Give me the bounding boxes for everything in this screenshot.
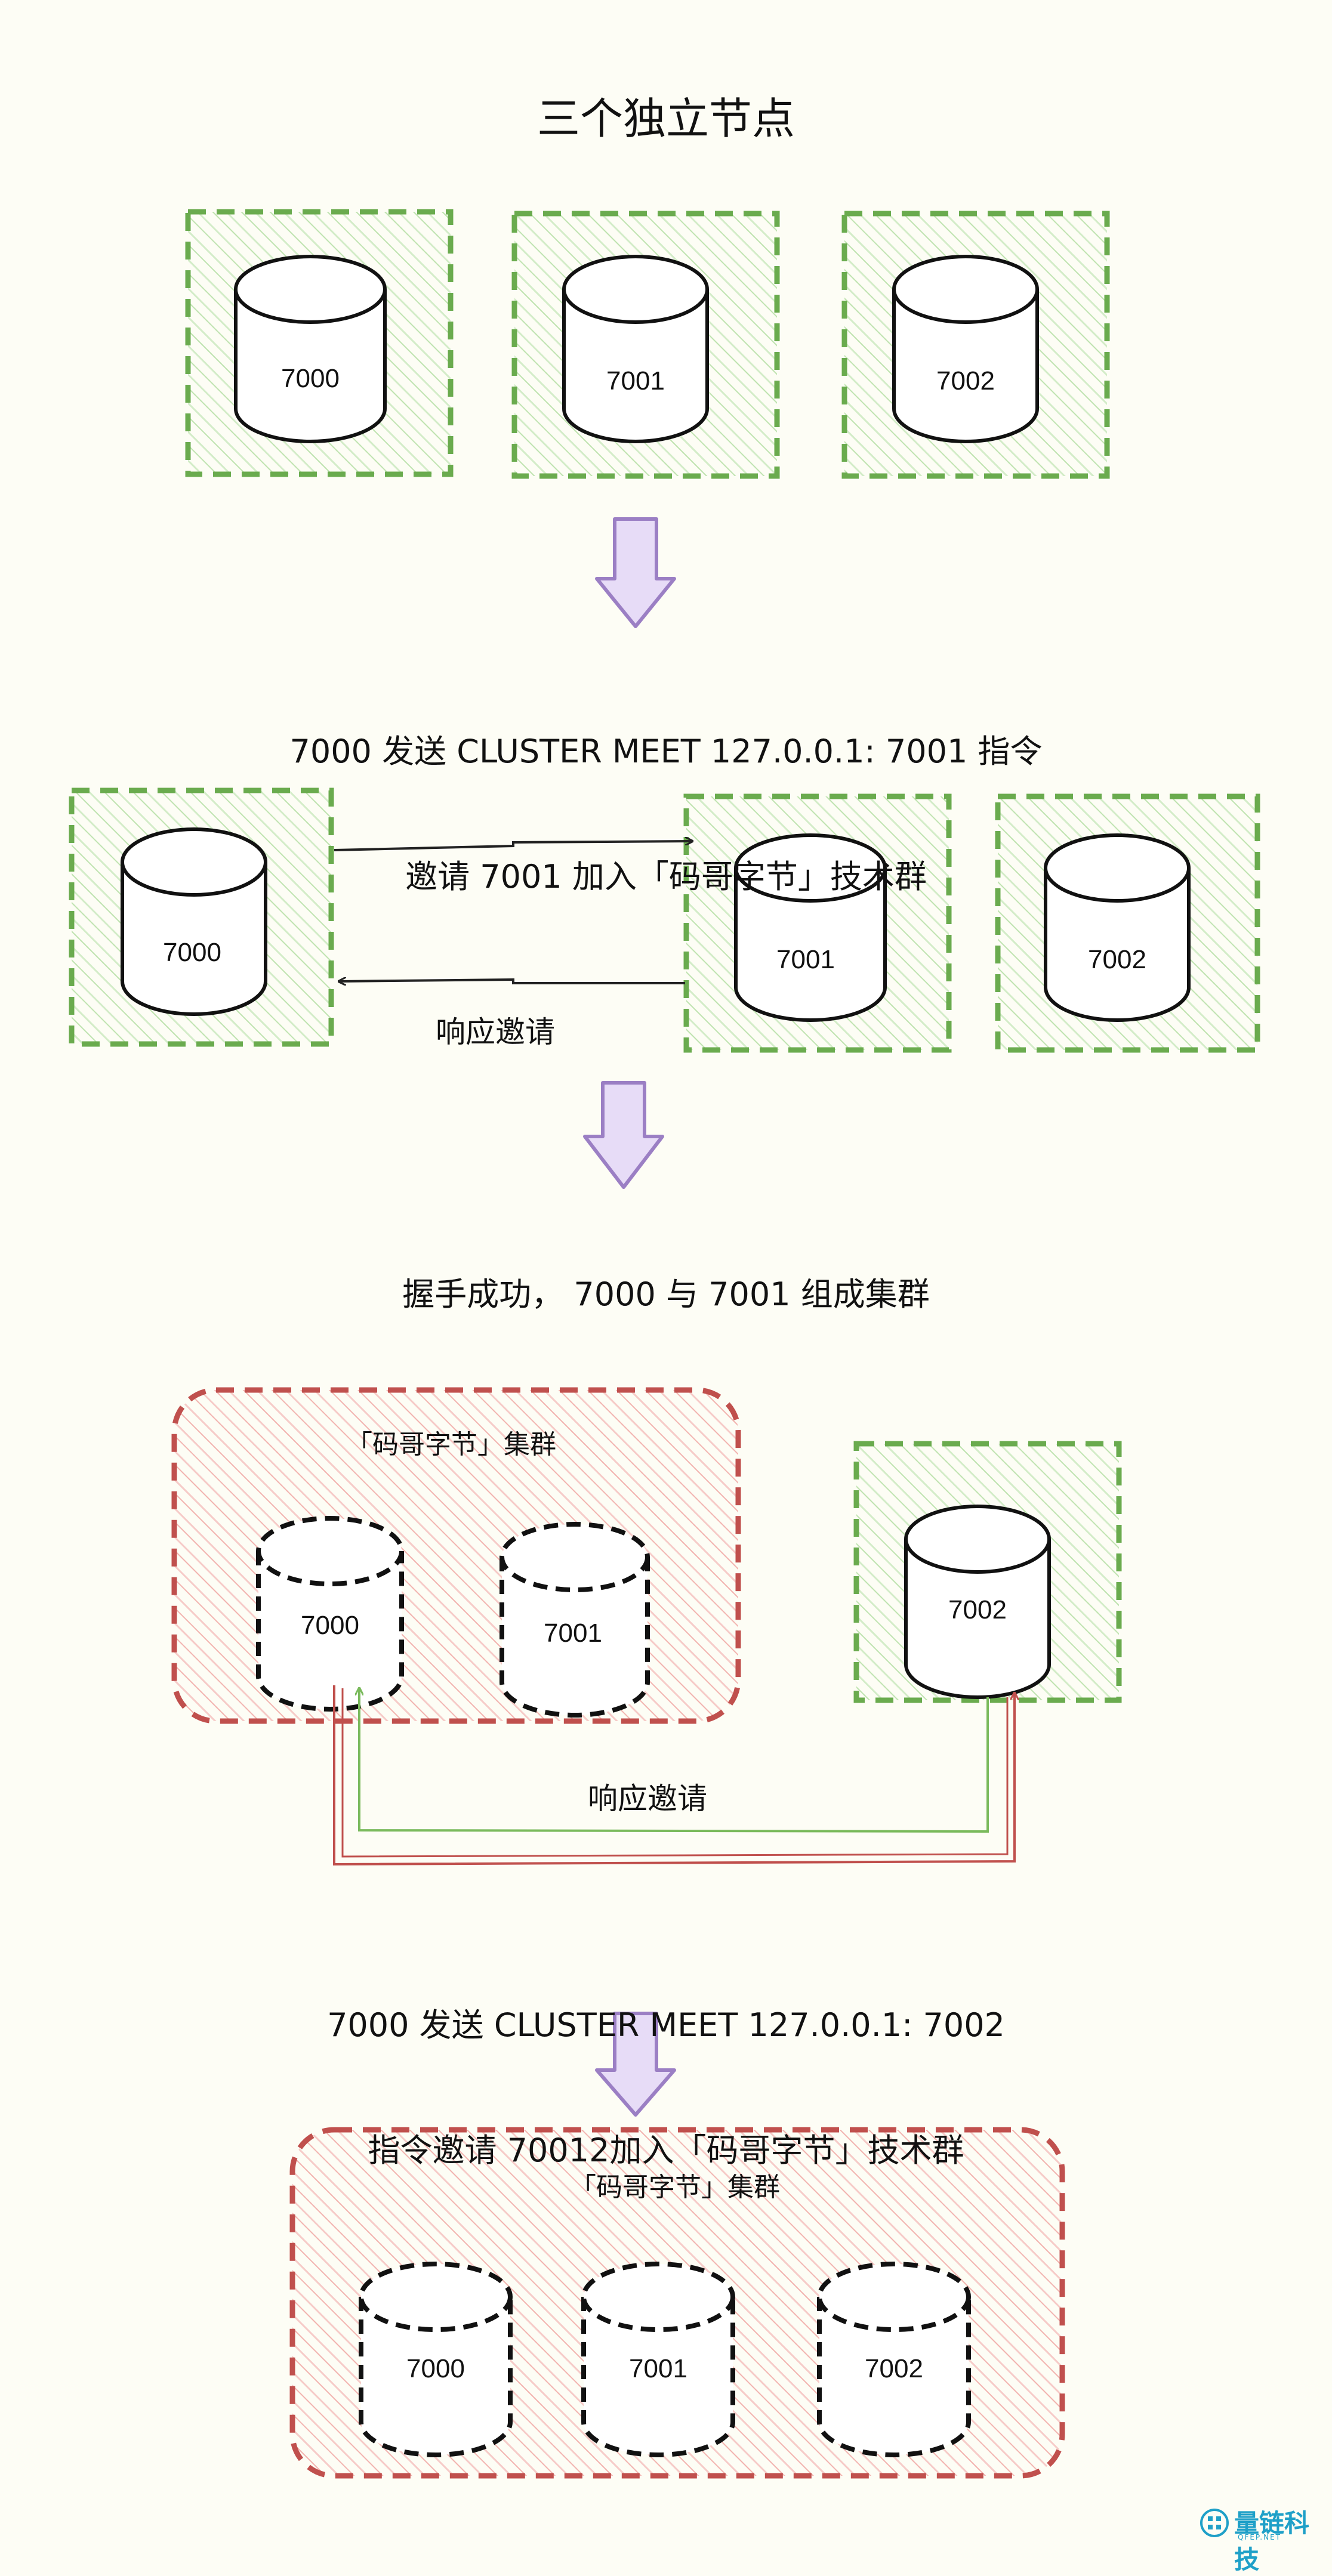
- cylinder-7002-s1: [892, 255, 1039, 443]
- watermark-subtext: QFEP.NET: [1238, 2533, 1281, 2541]
- section-final-cluster: [289, 2127, 1065, 2479]
- cylinder-7002-s2: [1044, 833, 1191, 1022]
- step3-line1: 7000 发送 CLUSTER MEET 127.0.0.1: 7002: [327, 2006, 1005, 2044]
- cylinder-7000-s4: [359, 2262, 513, 2457]
- down-arrow-1: [595, 517, 676, 628]
- meet-arrow-7000-to-7002-double: [341, 1688, 1009, 1858]
- watermark-logo-icon: [1200, 2509, 1229, 2537]
- section-cluster-and-7002: [171, 1387, 1122, 1866]
- cylinder-7000-s1: [234, 255, 387, 443]
- cylinder-7001-s2: [734, 833, 887, 1022]
- node-label-7001-s2: 7001: [776, 945, 835, 974]
- section-meet-7001: [69, 787, 1260, 1053]
- step1-caption: 7000 发送 CLUSTER MEET 127.0.0.1: 7001 指令 …: [0, 647, 1332, 981]
- cylinder-7001-s1: [562, 255, 709, 443]
- node-label-7002-s3: 7002: [948, 1595, 1007, 1624]
- node-label-7000-s3: 7000: [301, 1611, 359, 1640]
- respond-label-2: 响应邀请: [588, 1781, 707, 1816]
- cluster-label-2: 「码哥字节」集群: [570, 2172, 780, 2203]
- node-label-7000-s4: 7000: [406, 2354, 465, 2383]
- step1-line1: 7000 发送 CLUSTER MEET 127.0.0.1: 7001 指令: [289, 733, 1043, 770]
- meet-arrow-7000-to-7001: [334, 841, 692, 851]
- respond-arrow-7002-to-7000: [359, 1688, 989, 1833]
- node-label-7002-s1: 7002: [936, 366, 995, 396]
- cylinder-7002-s3: [904, 1505, 1051, 1699]
- step1-line2: 邀请 7001 加入「码哥字节」技术群: [405, 858, 927, 895]
- node-label-7002-s2: 7002: [1088, 945, 1146, 974]
- node-label-7001-s3: 7001: [544, 1619, 602, 1648]
- node-label-7000-s2: 7000: [163, 938, 221, 967]
- node-label-7001-s1: 7001: [606, 366, 665, 396]
- cluster-label-1: 「码哥字节」集群: [346, 1429, 556, 1460]
- cylinder-7000-s3: [256, 1516, 404, 1712]
- node-label-7002-s4: 7002: [865, 2354, 923, 2383]
- respond-arrow-7001-to-7000: [339, 980, 685, 983]
- cylinder-7001-s3: [500, 1522, 650, 1718]
- node-label-7000-s1: 7000: [281, 364, 340, 393]
- cylinder-7000-s2: [121, 827, 267, 1016]
- step3-line2: 指令邀请 70012加入「码哥字节」技术群: [368, 2132, 964, 2169]
- diagram-title: 三个独立节点: [536, 94, 795, 144]
- cylinder-7002-s4: [817, 2262, 971, 2457]
- down-arrow-2: [583, 1081, 664, 1189]
- step3-caption: 7000 发送 CLUSTER MEET 127.0.0.1: 7002 指令邀…: [0, 1921, 1332, 2255]
- section-independent-nodes: [185, 209, 1110, 479]
- node-label-7001-s4: 7001: [629, 2354, 687, 2383]
- cylinder-7001-s4: [581, 2262, 735, 2457]
- respond-label-1: 响应邀请: [436, 1015, 555, 1049]
- meet-arrow-7000-to-7002: [333, 1685, 1015, 1866]
- handshake-caption: 握手成功， 7000 与 7001 组成集群: [402, 1275, 930, 1313]
- down-arrow-3: [595, 2012, 676, 2117]
